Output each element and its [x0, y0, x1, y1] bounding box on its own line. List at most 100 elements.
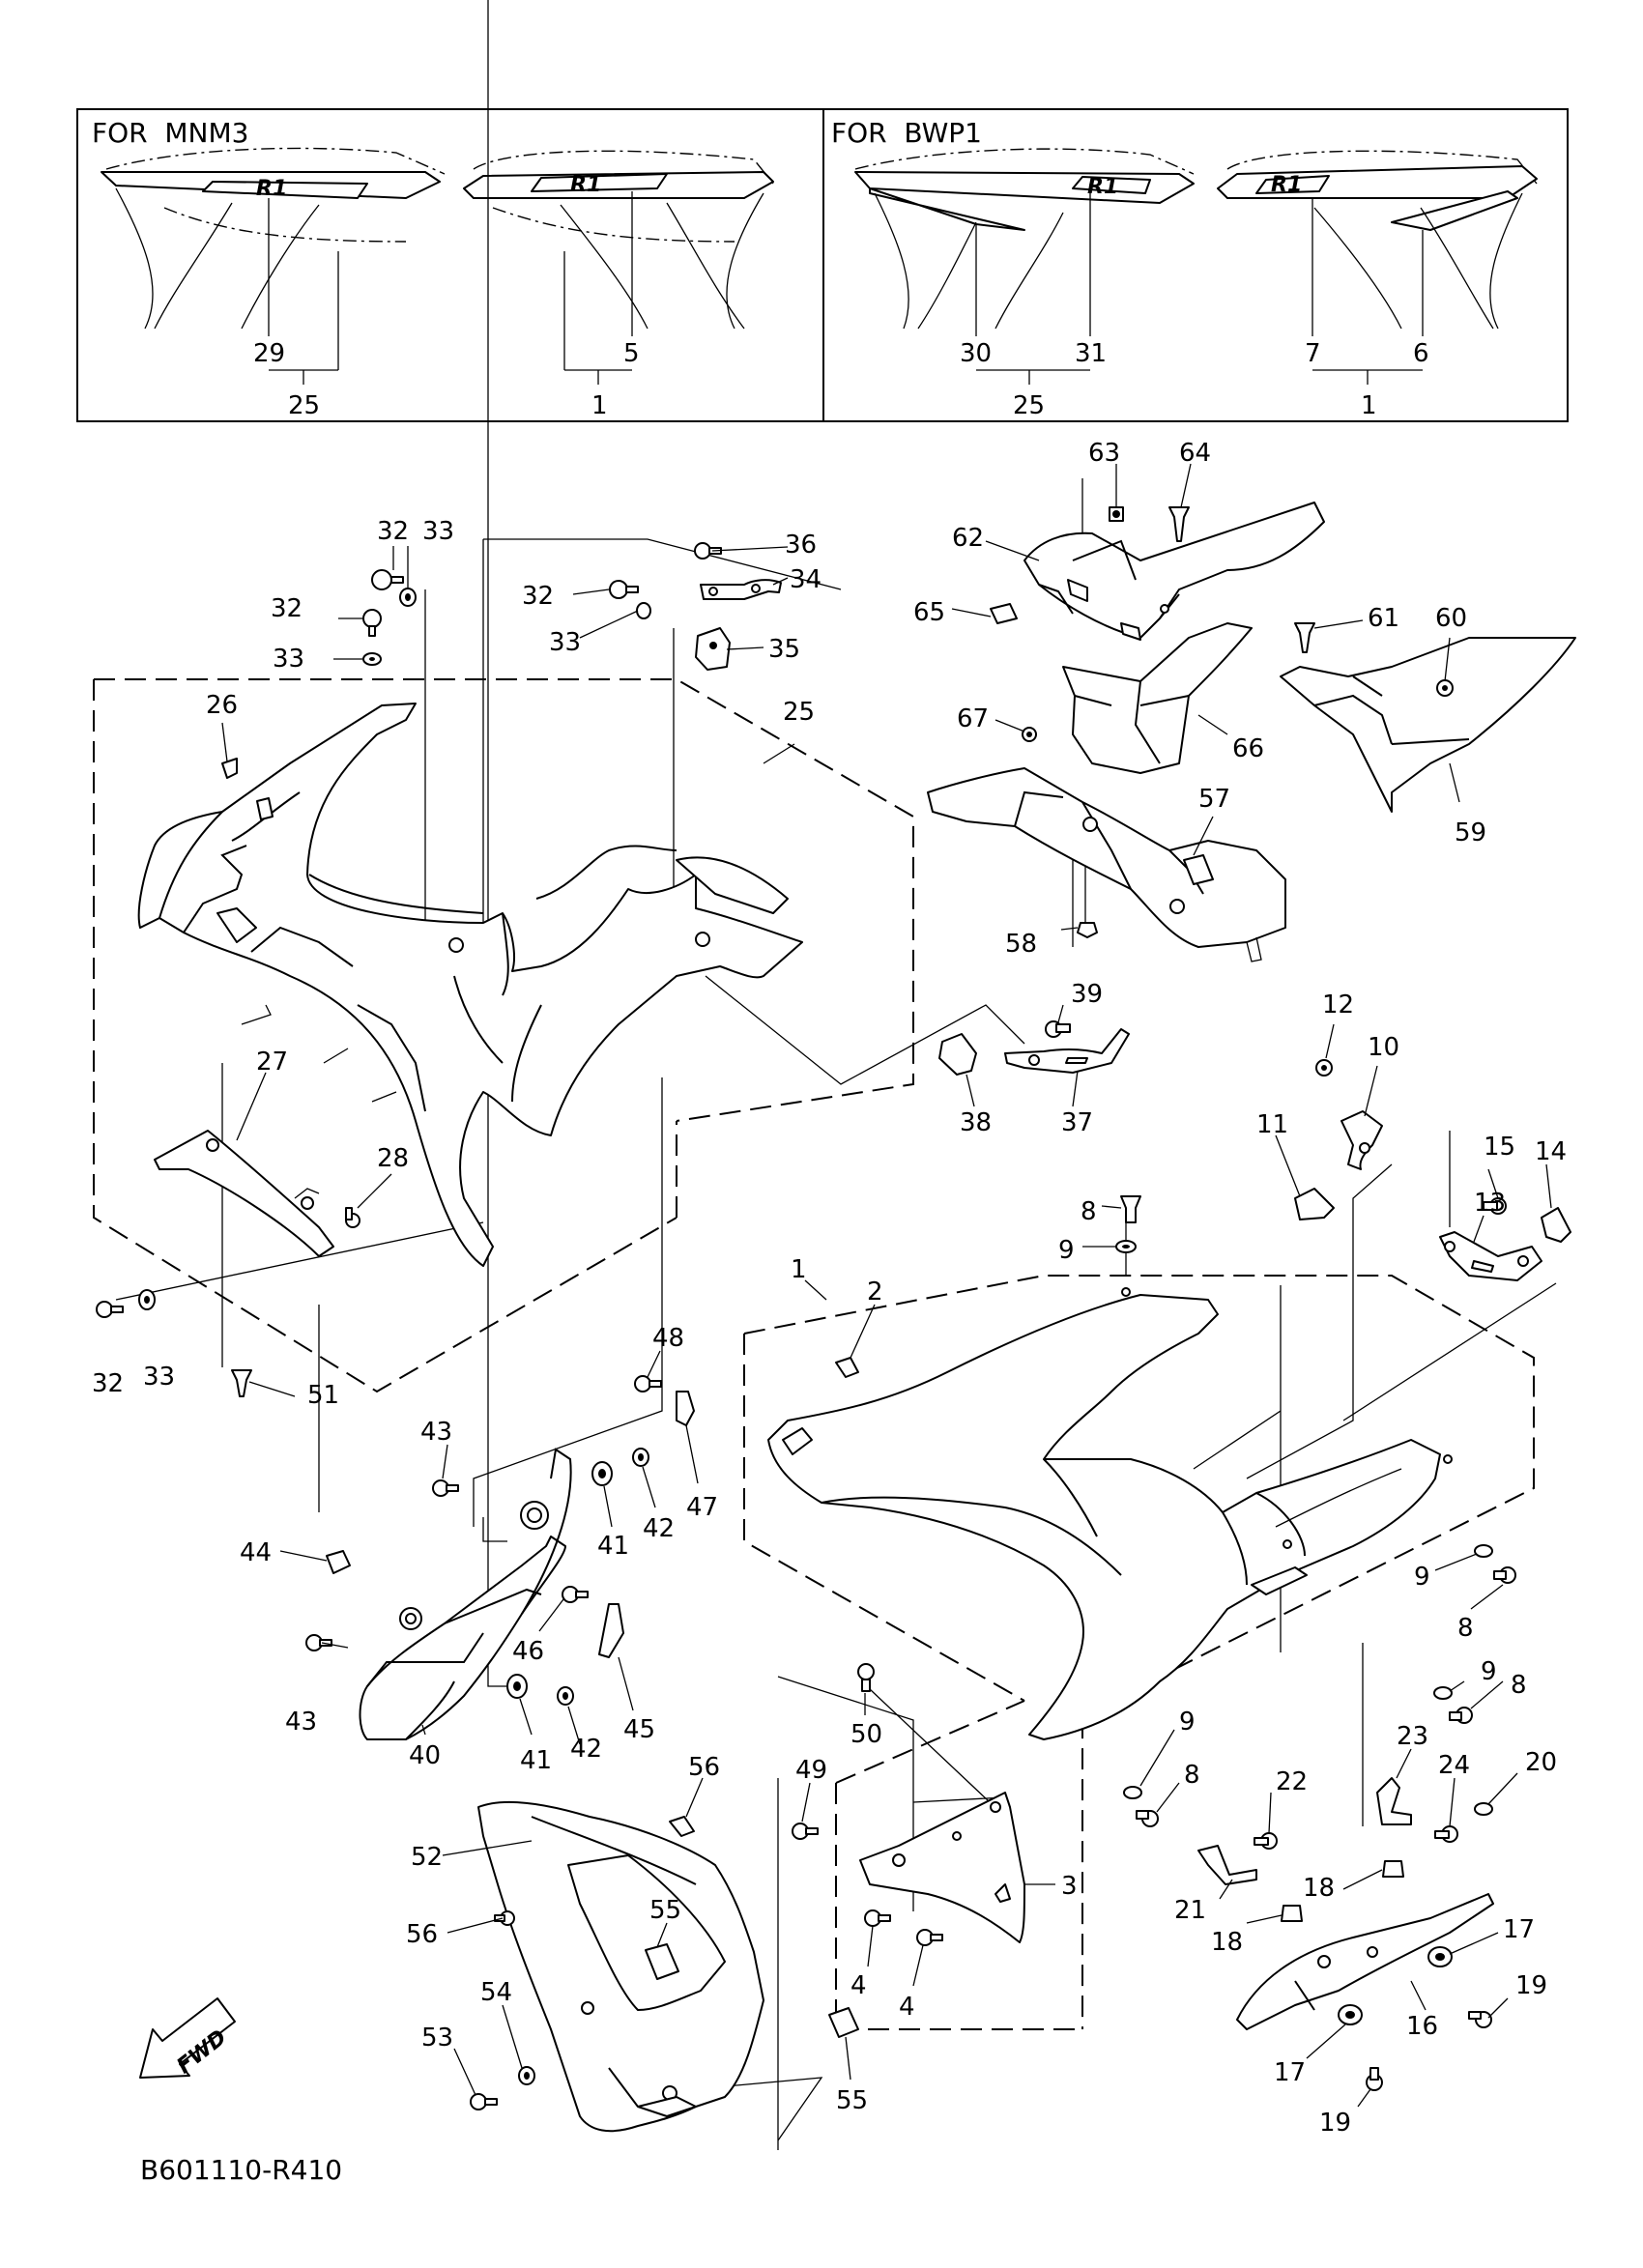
duct-3 — [859, 1792, 1025, 1943]
inset-callout-7: 7 — [1305, 339, 1321, 368]
callout-28: 28 — [377, 1144, 409, 1173]
inset-callout-30: 30 — [960, 339, 992, 368]
inset-callout-1-left: 1 — [591, 391, 608, 420]
callout-16: 16 — [1406, 2012, 1438, 2041]
callout-55-b: 55 — [836, 2086, 868, 2115]
callout-14: 14 — [1535, 1137, 1567, 1166]
callout-42-b: 42 — [570, 1735, 602, 1764]
callout-43-b: 43 — [285, 1708, 317, 1737]
callout-67: 67 — [957, 704, 989, 733]
callout-20: 20 — [1525, 1748, 1557, 1777]
callout-32-d: 32 — [92, 1369, 124, 1398]
callout-45: 45 — [623, 1715, 655, 1744]
inset-bwp1-cover-left: R1 — [854, 148, 1195, 330]
callout-47: 47 — [686, 1493, 718, 1522]
callout-41-b: 41 — [520, 1746, 552, 1775]
callout-44: 44 — [240, 1538, 272, 1567]
callout-32-a: 32 — [377, 517, 409, 546]
inner-panel-25 — [137, 703, 803, 1267]
callout-1: 1 — [791, 1255, 807, 1284]
fwd-arrow: FWD — [139, 1997, 236, 2079]
callout-52: 52 — [411, 1843, 443, 1872]
callout-42-a: 42 — [643, 1514, 675, 1543]
bracket-16 — [1236, 1893, 1494, 2030]
diagram-code: B601110-R410 — [140, 2154, 342, 2186]
callout-55-a: 55 — [649, 1896, 681, 1925]
callout-9-b: 9 — [1414, 1563, 1430, 1592]
inset-decal-logo-2: R1 — [570, 173, 601, 197]
callout-25: 25 — [783, 698, 815, 727]
callout-33-a: 33 — [422, 517, 454, 546]
callout-9-c: 9 — [1481, 1657, 1497, 1686]
callout-23: 23 — [1397, 1722, 1428, 1751]
callout-38: 38 — [960, 1108, 992, 1137]
callout-54: 54 — [480, 1978, 512, 2007]
inset-callout-31: 31 — [1075, 339, 1107, 368]
callout-63: 63 — [1088, 439, 1120, 468]
callout-43-a: 43 — [420, 1418, 452, 1447]
inset-right-title: FOR BWP1 — [831, 117, 982, 149]
callout-56-b: 56 — [406, 1920, 438, 1949]
callout-18-a: 18 — [1303, 1874, 1335, 1903]
callout-56-a: 56 — [688, 1753, 720, 1782]
callout-8-a: 8 — [1081, 1197, 1097, 1226]
callout-21: 21 — [1174, 1896, 1206, 1925]
callout-24: 24 — [1438, 1751, 1470, 1780]
callout-33-c: 33 — [273, 645, 304, 674]
lower-cowl-52 — [477, 1800, 764, 2133]
callout-66: 66 — [1232, 734, 1264, 763]
callout-17-b: 17 — [1274, 2058, 1306, 2087]
callout-19-b: 19 — [1319, 2109, 1351, 2138]
inset-callout-25-right: 25 — [1013, 391, 1045, 420]
callout-60: 60 — [1435, 604, 1467, 633]
callout-57: 57 — [1198, 785, 1230, 814]
callout-18-b: 18 — [1211, 1928, 1243, 1957]
panel-40 — [359, 1448, 572, 1740]
callout-39: 39 — [1071, 980, 1103, 1009]
callout-62: 62 — [952, 524, 984, 553]
callout-59: 59 — [1455, 818, 1486, 847]
inset-decal-logo-3: R1 — [1087, 175, 1118, 199]
nut-35 — [695, 627, 731, 671]
callout-8-d: 8 — [1184, 1761, 1200, 1790]
callout-32-b: 32 — [522, 582, 554, 611]
callout-26: 26 — [206, 691, 238, 720]
callout-61: 61 — [1368, 604, 1399, 633]
callout-48: 48 — [652, 1324, 684, 1353]
callout-33-b: 33 — [549, 628, 581, 657]
nut-38 — [938, 1033, 977, 1076]
inset-callout-25-left: 25 — [288, 391, 320, 420]
duct-66 — [1062, 622, 1253, 774]
inset-callout-1-right: 1 — [1361, 391, 1377, 420]
inset-mnm3-cover-right: R1 — [463, 150, 774, 330]
inset-mnm3-cover-left: R1 — [101, 147, 446, 330]
nut-11 — [1294, 1188, 1335, 1220]
callout-49: 49 — [795, 1756, 827, 1785]
side-cowl-1 — [767, 1287, 1453, 1740]
bracket-21 — [1197, 1845, 1257, 1885]
callout-9-a: 9 — [1058, 1236, 1075, 1265]
inset-left-title: FOR MNM3 — [92, 117, 248, 149]
callout-19-a: 19 — [1515, 1971, 1547, 2000]
callout-33-d: 33 — [143, 1363, 175, 1392]
callout-50: 50 — [850, 1720, 882, 1749]
inset-decal-logo: R1 — [256, 177, 287, 201]
duct-62 — [1023, 502, 1325, 641]
callout-34: 34 — [790, 565, 822, 594]
inset-callout-6: 6 — [1413, 339, 1429, 368]
inset-decal-logo-4: R1 — [1271, 173, 1302, 197]
inset-box: FOR MNM3 FOR BWP1 R1 R1 — [76, 108, 1569, 422]
callout-37: 37 — [1061, 1108, 1093, 1137]
callout-leaders — [221, 463, 1552, 2108]
callout-8-c: 8 — [1511, 1671, 1527, 1700]
inset-callout-5: 5 — [623, 339, 640, 368]
callout-9-d: 9 — [1179, 1708, 1196, 1737]
callout-3: 3 — [1061, 1872, 1078, 1901]
callout-22: 22 — [1276, 1767, 1308, 1796]
callout-2: 2 — [867, 1278, 883, 1306]
bracket-27 — [154, 1130, 334, 1257]
bracket-23 — [1376, 1777, 1412, 1825]
bracket-13 — [1439, 1231, 1542, 1281]
callout-32-c: 32 — [271, 594, 303, 623]
